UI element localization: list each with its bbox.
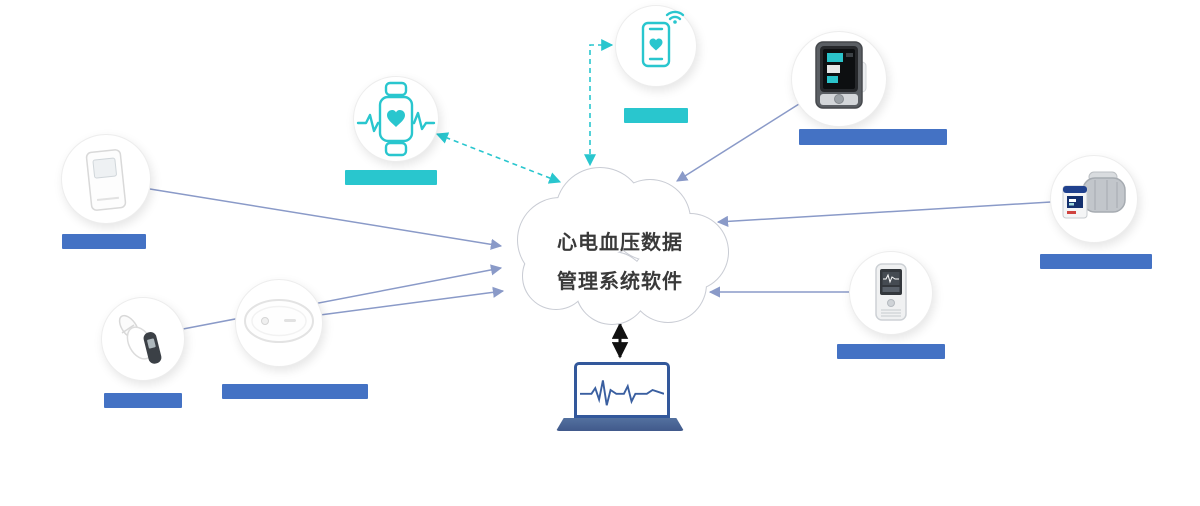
ecg-waveform	[580, 380, 664, 406]
bp-cuff-label	[1040, 254, 1152, 269]
connector-bp-cuff-to-cloud	[716, 201, 1052, 228]
smartphone-label	[624, 108, 688, 123]
holter-recorder-label	[837, 344, 945, 359]
ear-thermometer-label	[104, 393, 182, 408]
node-smartwatch	[353, 76, 439, 162]
oval-patch-recorder-device	[244, 299, 314, 343]
connector-oval-recorder-to-cloud	[319, 286, 505, 316]
dashed-connectors	[435, 39, 614, 184]
wall-reader-label	[62, 234, 146, 249]
ambulatory-bp-cuff-device	[1062, 171, 1126, 219]
ear-thermometer-device	[118, 314, 162, 364]
bp-monitor-label	[799, 129, 947, 145]
connector-cloud-to-smartwatch	[435, 132, 562, 184]
connector-cloud-to-smartphone	[584, 39, 614, 167]
node-holter-recorder	[849, 251, 933, 335]
laptop-base	[556, 418, 684, 431]
connector-ear-thermometer-to-cloud	[182, 264, 503, 330]
node-smartphone	[615, 5, 697, 87]
connector-bp-monitor-to-cloud	[676, 103, 800, 182]
cloud-caption-line1: 心电血压数据	[557, 232, 683, 254]
blood-pressure-monitor-device	[815, 41, 867, 109]
smartphone-heart-wifi-icon	[641, 10, 685, 68]
oval-recorder-label	[222, 384, 368, 399]
cloud-shape	[517, 167, 729, 325]
smartwatch-heart-icon	[356, 81, 436, 157]
node-oval-recorder	[235, 279, 323, 367]
connector-wall-reader-to-cloud	[149, 188, 503, 250]
node-bp-cuff-unit	[1050, 155, 1138, 243]
wall-mounted-device	[85, 149, 127, 211]
smartwatch-label	[345, 170, 437, 185]
holter-recorder-device	[875, 263, 907, 321]
laptop-ecg-icon	[574, 362, 670, 418]
node-wall-reader	[61, 134, 151, 224]
cloud-caption: 心电血压数据 管理系统软件	[520, 224, 720, 302]
node-bp-monitor	[791, 31, 887, 127]
cloud-caption-line2: 管理系统软件	[557, 271, 683, 293]
node-ear-thermometer	[101, 297, 185, 381]
